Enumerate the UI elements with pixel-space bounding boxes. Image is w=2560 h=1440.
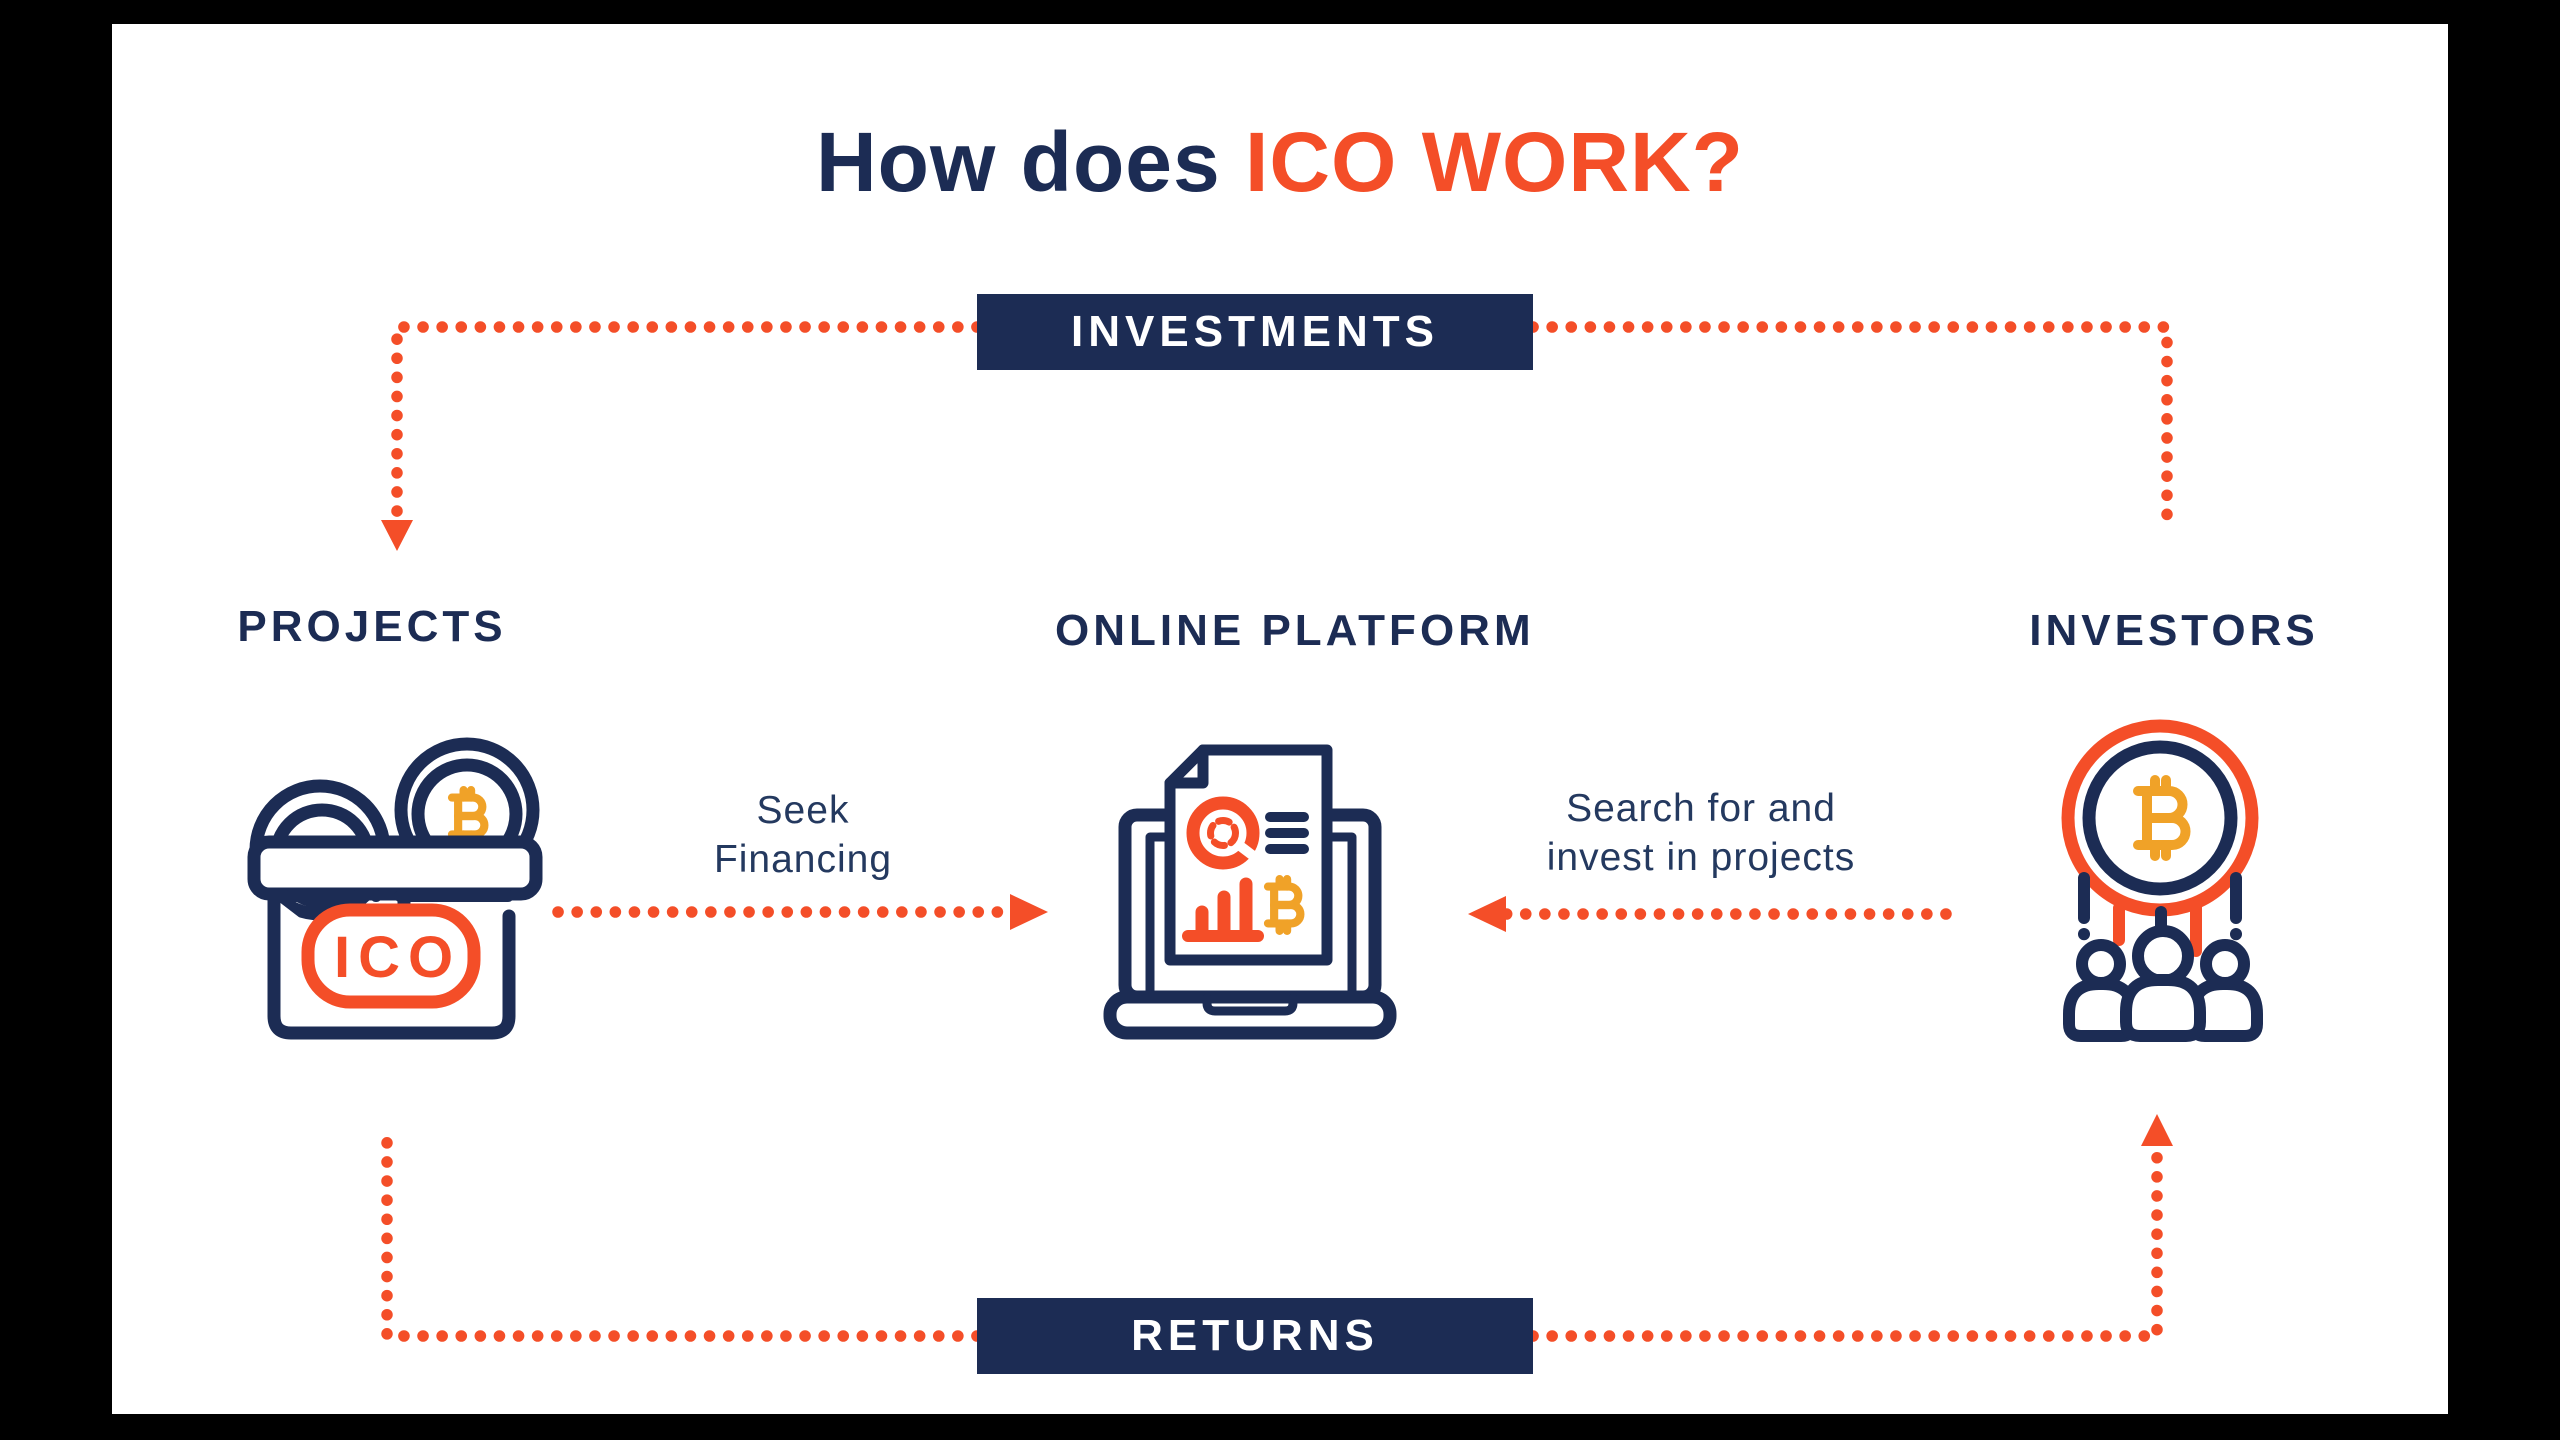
ico-basket-with-coins-icon: ICO: [247, 737, 543, 1040]
person-center-icon: [2120, 925, 2206, 1042]
returns-line-right: [1527, 1150, 2163, 1342]
investors-label: INVESTORS: [2029, 606, 2319, 655]
search-line2: invest in projects: [1546, 836, 1856, 879]
donut-chart-icon: [1186, 796, 1264, 870]
search-line1: Search for and: [1566, 787, 1836, 830]
online-platform-label: ONLINE PLATFORM: [1055, 606, 1535, 655]
flow-lines: [381, 321, 2173, 1342]
arrow-right-icon: [1010, 894, 1048, 930]
investments-line-left: [391, 321, 983, 518]
document-fold-corner: [1164, 744, 1209, 789]
bitcoin-icon: [2138, 780, 2186, 856]
investments-banner-label: INVESTMENTS: [1071, 307, 1439, 356]
bitcoin-icon: [452, 790, 484, 842]
returns-flow: [381, 1114, 2173, 1342]
bitcoin-icon: [1268, 879, 1300, 931]
page-title: How does ICO WORK?: [112, 116, 2448, 208]
title-prefix: How does: [816, 115, 1221, 209]
report-document: [1164, 744, 1333, 966]
returns-banner: RETURNS: [977, 1298, 1533, 1374]
returns-line-left: [381, 1126, 983, 1342]
arrow-left-icon: [1468, 896, 1506, 932]
basket-lid: [247, 835, 543, 901]
laptop-crypto-report-icon: [1103, 744, 1397, 1040]
arrow-down-icon: [381, 520, 413, 551]
seek-financing-arrow: [552, 894, 1048, 930]
bar-chart-icon: [1182, 877, 1264, 942]
investments-banner: INVESTMENTS: [977, 294, 1533, 370]
crowd-icon: [2063, 925, 2263, 1042]
seek-financing-caption: Seek Financing: [653, 786, 953, 884]
investments-line-right: [1527, 321, 2173, 538]
seek-line1: Seek: [756, 789, 850, 832]
investments-flow: [381, 321, 2173, 551]
bitcoin-coin-icon: [2061, 719, 2259, 917]
title-highlight: ICO WORK?: [1245, 115, 1744, 209]
search-invest-caption: Search for and invest in projects: [1501, 784, 1901, 882]
bitcoin-coin-crowd-icon: [2061, 719, 2263, 1042]
returns-banner-label: RETURNS: [1131, 1311, 1379, 1360]
seek-line2: Financing: [713, 838, 893, 881]
laptop-base-notch: [1202, 993, 1298, 1016]
arrow-up-icon: [2141, 1114, 2173, 1146]
search-invest-arrow: [1468, 896, 1952, 932]
projects-label: PROJECTS: [237, 602, 507, 651]
infographic-canvas: How does ICO WORK? INVESTMENTS RETURNS: [112, 24, 2448, 1414]
basket: ICO: [247, 835, 543, 1040]
ico-tag: [301, 903, 481, 1009]
ico-tag-label: ICO: [334, 925, 461, 990]
text-lines-icon: [1265, 812, 1309, 854]
